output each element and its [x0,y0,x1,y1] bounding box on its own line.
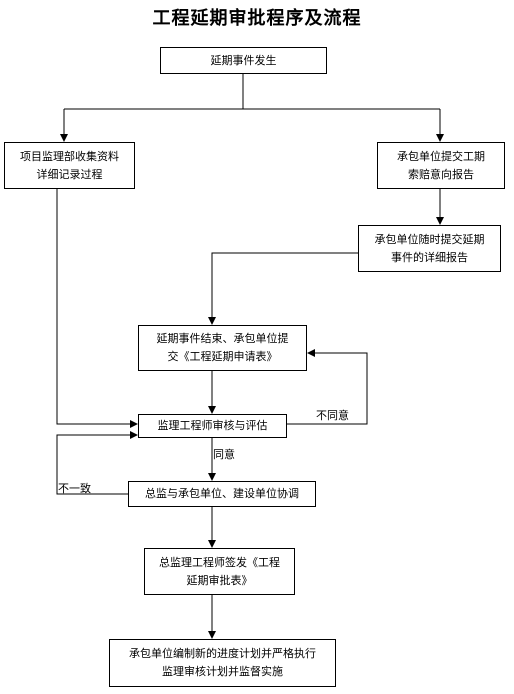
node-apply-line-1: 延期事件结束、承包单位提 [156,332,289,345]
label-agree: 同意 [213,448,235,461]
node-intent-line-1: 承包单位提交工期 [397,149,485,163]
node-approve-line-1: 总监理工程师签发《工程 [159,555,280,569]
arrow-disagree-loop [287,349,368,425]
node-approve: 总监理工程师签发《工程 延期审批表》 [144,548,295,595]
node-collect-line-2: 详细记录过程 [36,167,103,181]
label-disagree: 不同意 [316,409,349,422]
node-detail-line-2: 事件的详细报告 [391,250,468,264]
node-start: 延期事件发生 [160,47,327,74]
node-implement: 承包单位编制新的进度计划并严格执行 监理审核计划并监督实施 [109,639,336,687]
arrow-collect-to-review [56,189,138,428]
page-title: 工程延期审批程序及流程 [152,8,362,29]
node-coordinate-line-1: 总监与承包单位、建设单位协调 [145,487,299,500]
node-apply-line-2: 交《工程延期申请表》 [167,350,278,363]
arrow-detail-to-apply [208,252,358,325]
node-start-line-1: 延期事件发生 [210,53,277,67]
node-implement-line-1: 承包单位编制新的进度计划并严格执行 [129,647,316,660]
node-review: 监理工程师审核与评估 [138,414,287,438]
split-connector [64,74,440,110]
node-apply: 延期事件结束、承包单位提 交《工程延期申请表》 [138,325,307,371]
label-inconsistent: 不一致 [58,482,91,495]
node-detail: 承包单位随时提交延期 事件的详细报告 [358,225,501,272]
node-intent-line-2: 索赔意向报告 [408,167,474,181]
node-detail-line-1: 承包单位随时提交延期 [374,232,485,246]
node-coordinate: 总监与承包单位、建设单位协调 [128,481,316,507]
node-collect: 项目监理部收集资料 详细记录过程 [4,142,135,189]
arrow-inconsistent-loop [56,431,138,495]
node-collect-line-1: 项目监理部收集资料 [20,149,119,163]
node-review-line-1: 监理工程师审核与评估 [157,419,268,432]
node-intent: 承包单位提交工期 索赔意向报告 [377,142,505,189]
node-approve-line-2: 延期审批表》 [186,573,253,587]
node-implement-line-2: 监理审核计划并监督实施 [162,665,283,678]
